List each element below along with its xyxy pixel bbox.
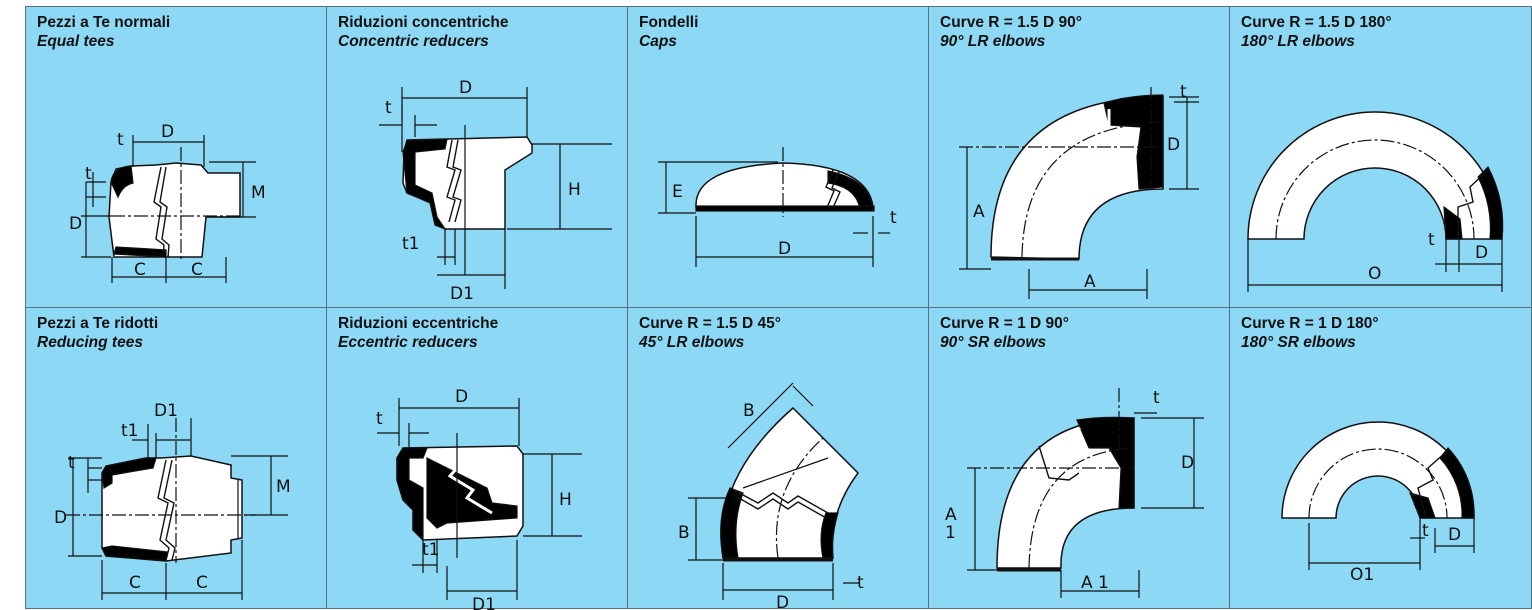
dim-D: D: [1181, 453, 1194, 473]
dim-A1-bottom: A 1: [1081, 573, 1109, 593]
concentric-reducer-drawing: D t H t1 D1: [379, 78, 612, 304]
sr-elbow-90-drawing: t D A 1 A 1: [945, 388, 1204, 598]
title-italian: Curve R = 1.5 D 180°: [1241, 14, 1392, 31]
lr-elbow-45-drawing: B B D t: [678, 382, 864, 610]
dim-M: M: [276, 477, 291, 497]
title-italian: Fondelli: [639, 14, 699, 31]
dim-t: t: [890, 208, 897, 228]
lr-elbow-180-drawing: t D O: [1247, 111, 1504, 292]
dim-t-top: t: [117, 130, 124, 150]
dim-D: D: [1475, 243, 1488, 263]
title-italian: Pezzi a Te ridotti: [37, 315, 159, 332]
dim-C-left: C: [134, 260, 146, 280]
dim-t: t: [385, 98, 392, 118]
dim-D-left: D: [69, 214, 82, 234]
dim-B-top: B: [743, 401, 755, 421]
dim-D1: D1: [154, 401, 178, 421]
title-italian: Curve R = 1.5 D 90°: [940, 14, 1082, 31]
cell-concentric-reducers: Riduzioni concentriche Concentric reduce…: [326, 6, 628, 308]
title-italian: Riduzioni eccentriche: [338, 315, 499, 332]
title-english: Eccentric reducers: [338, 334, 478, 351]
fittings-table: Pezzi a Te normali Equal tees D: [25, 6, 1532, 610]
dim-D: D: [459, 78, 472, 98]
title-english: Reducing tees: [37, 334, 143, 351]
cell-caps: Fondelli Caps E t D: [627, 6, 929, 308]
title-english: 90° SR elbows: [940, 334, 1047, 351]
title-english: Concentric reducers: [338, 33, 489, 50]
title-italian: Curve R = 1 D 90°: [940, 315, 1069, 332]
dim-C-right: C: [191, 260, 203, 280]
dim-D1: D1: [450, 284, 474, 304]
title-italian: Pezzi a Te normali: [37, 14, 171, 31]
title-italian: Curve R = 1 D 180°: [1241, 315, 1379, 332]
dim-D: D: [1167, 135, 1180, 155]
dim-t: t: [1180, 82, 1187, 102]
dim-D: D: [455, 387, 468, 407]
dim-C-left: C: [129, 573, 141, 593]
dim-O: O: [1368, 264, 1381, 284]
title-italian: Riduzioni concentriche: [338, 14, 509, 31]
dim-D: D: [54, 508, 67, 528]
title-english: 180° SR elbows: [1241, 334, 1356, 351]
dim-E: E: [672, 182, 683, 202]
cell-lr-elbows-90: Curve R = 1.5 D 90° 90° LR elbows t D A …: [928, 6, 1230, 308]
dim-D: D: [776, 593, 789, 610]
dim-H: H: [568, 180, 581, 200]
cell-lr-elbows-180: Curve R = 1.5 D 180° 180° LR elbows t D …: [1229, 6, 1532, 308]
eccentric-reducer-drawing: D t H t1 D1: [376, 387, 582, 610]
dim-t: t: [857, 573, 864, 593]
cap-drawing: E t D: [658, 147, 897, 267]
title-english: 180° LR elbows: [1241, 33, 1355, 50]
title-italian: Curve R = 1.5 D 45°: [639, 315, 781, 332]
dim-t: t: [1428, 230, 1435, 250]
title-english: 45° LR elbows: [639, 334, 745, 351]
title-english: Equal tees: [37, 33, 115, 50]
dim-D-top: D: [161, 122, 174, 142]
dim-M: M: [251, 183, 266, 203]
reducing-tee-drawing: D1 t1 t D M C C: [54, 401, 291, 600]
dim-H: H: [559, 490, 572, 510]
dim-A1-a: A: [945, 505, 957, 525]
dim-A1-b: 1: [945, 523, 956, 543]
dim-t1: t1: [121, 421, 138, 441]
dim-t1: t1: [422, 540, 439, 560]
dim-t-left: t: [85, 164, 92, 184]
cell-equal-tees: Pezzi a Te normali Equal tees D: [25, 6, 327, 308]
dim-t: t: [376, 409, 383, 429]
dim-t: t: [1153, 388, 1160, 408]
sr-elbow-180-drawing: t D O1: [1281, 421, 1475, 585]
cell-sr-elbows-90: Curve R = 1 D 90° 90° SR elbows t D A 1: [928, 307, 1230, 609]
lr-elbow-90-drawing: t D A A: [959, 82, 1199, 299]
cell-eccentric-reducers: Riduzioni eccentriche Eccentric reducers…: [326, 307, 628, 610]
dim-B-left: B: [678, 523, 690, 543]
dim-C-right: C: [196, 573, 208, 593]
equal-tee-drawing: D t t D M C C: [69, 122, 266, 283]
dim-O1: O1: [1350, 565, 1374, 585]
dim-D: D: [1448, 525, 1461, 545]
cell-sr-elbows-180: Curve R = 1 D 180° 180° SR elbows t D O1: [1229, 307, 1532, 609]
title-english: Caps: [639, 33, 677, 50]
dim-t: t: [68, 453, 75, 473]
dim-t: t: [1422, 521, 1429, 541]
cell-reducing-tees: Pezzi a Te ridotti Reducing tees D1 t1: [25, 307, 327, 609]
cell-lr-elbows-45: Curve R = 1.5 D 45° 45° LR elbows B B D …: [627, 307, 929, 610]
dim-t1: t1: [402, 234, 419, 254]
dim-D1: D1: [472, 595, 496, 610]
dim-A-left: A: [973, 202, 985, 222]
dim-D: D: [778, 239, 791, 259]
title-english: 90° LR elbows: [940, 33, 1046, 50]
dim-A-bottom: A: [1084, 272, 1096, 292]
